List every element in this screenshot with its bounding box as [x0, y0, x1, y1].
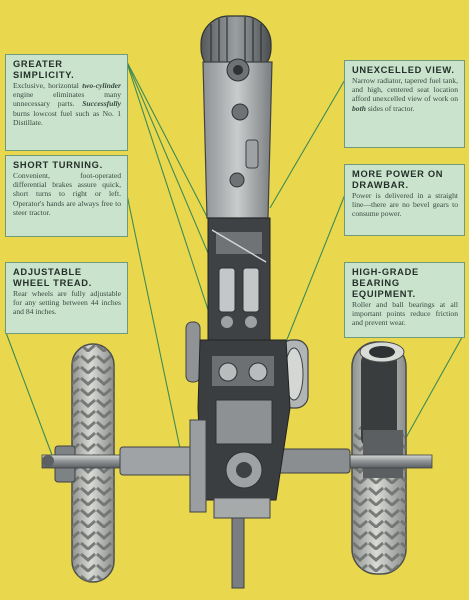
callout-body: Convenient, foot-operated differential b… [13, 171, 121, 217]
callout-body: Rear wheels are fully adjustable for any… [13, 289, 121, 317]
leader-line-turning [125, 189, 183, 459]
leader-line-view [269, 77, 347, 209]
callout-body: Narrow radiator, tapered fuel tank, and … [352, 76, 458, 113]
transmission-cutaway [197, 339, 291, 501]
rear-axle [41, 446, 433, 476]
callout-short-turning: SHORT TURNING. Convenient, foot-operated… [5, 155, 128, 237]
callout-adjustable-wheel-tread: ADJUSTABLE WHEEL TREAD. Rear wheels are … [5, 262, 128, 334]
callout-heading: SHORT TURNING. [13, 160, 103, 170]
callout-body: Exclusive, horizontal two-cylinder engin… [13, 81, 121, 127]
leader-line-drawbar [281, 191, 347, 353]
emphasis-text: both [352, 103, 366, 113]
callout-body: Power is delivered in a straight line—th… [352, 191, 458, 219]
callout-high-grade-bearing-equipment: HIGH-GRADE BEARING EQUIPMENT. Roller and… [344, 262, 465, 338]
callout-unexcelled-view: UNEXCELLED VIEW. Narrow radiator, tapere… [344, 60, 465, 148]
emphasis-text: Successfully [82, 99, 121, 109]
callout-heading: UNEXCELLED VIEW. [352, 65, 455, 75]
callout-heading: ADJUSTABLE WHEEL TREAD. [13, 267, 92, 288]
leader-line-tread [4, 329, 53, 456]
radiator [200, 15, 272, 77]
callout-greater-simplicity: GREATER SIMPLICITY. Exclusive, horizonta… [5, 54, 128, 151]
engine-cutaway [207, 217, 271, 341]
callout-body: Roller and ball bearings at all importan… [352, 300, 458, 328]
drawbar [189, 419, 271, 589]
callout-more-power-on-drawbar: MORE POWER ON DRAWBAR. Power is delivere… [344, 164, 465, 236]
leader-line-simplicity-3 [125, 59, 213, 323]
hood-fuel-tank [202, 58, 273, 219]
callout-heading: MORE POWER ON DRAWBAR. [352, 169, 444, 190]
callout-heading: GREATER SIMPLICITY. [13, 59, 75, 80]
leader-line-bearing [397, 331, 466, 453]
emphasis-text: two-cylinder [82, 81, 121, 90]
callout-heading: HIGH-GRADE BEARING EQUIPMENT. [352, 267, 419, 299]
